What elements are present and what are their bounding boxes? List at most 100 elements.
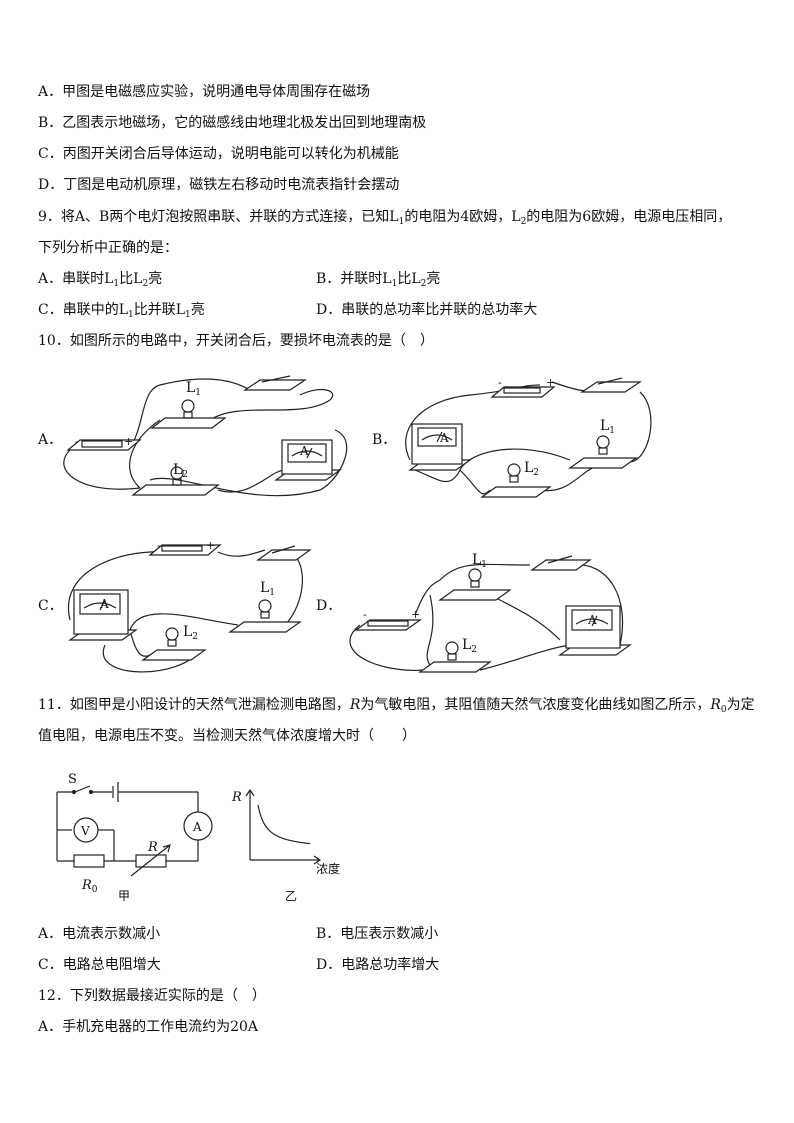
circuit-c-minus: - (157, 539, 161, 552)
q11-stem-part3: 为定 (726, 697, 755, 713)
q11-stem-part1: 11．如图甲是小阳设计的天然气泄漏检测电路图， (38, 697, 350, 713)
circuit-b-plus: + (546, 376, 556, 389)
circuit-a-l2-l: L (173, 462, 183, 478)
circuit-b-l1-l: L (600, 418, 610, 434)
q9-c-post: 亮 (190, 302, 205, 318)
q11-ammeter-label: A (193, 820, 202, 834)
circuit-c-l1: L1 (260, 580, 275, 601)
q11-r0-label: R0 (82, 878, 98, 898)
q9-c-mid: 比并联L (133, 302, 186, 318)
q11-graph-ylabel: R (232, 790, 242, 805)
circuit-a-wire (63, 449, 141, 490)
q11-switch-label: S (68, 772, 77, 787)
circuit-d-l1-l: L (472, 552, 482, 568)
circuit-d-ammeter-label: A (588, 613, 597, 627)
circuit-c-plus: + (206, 539, 216, 552)
q9-option-c: C．串联中的L1比并联L1亮 (38, 300, 205, 325)
q9-b-pre: B．并联时L (316, 271, 392, 287)
circuit-d-l2-l: L (462, 637, 472, 653)
q9-option-a: A．串联时L1比L2亮 (38, 269, 162, 294)
circuit-d-l1: L1 (472, 552, 487, 573)
circuit-a-minus: - (75, 435, 79, 448)
circuit-d-l1-sub: 1 (481, 560, 488, 570)
circuit-a-plus: + (124, 435, 134, 448)
q9-a-mid: 比L (119, 271, 143, 287)
circuit-d-l2: L2 (462, 637, 477, 658)
circuit-b-l2: L2 (524, 460, 539, 481)
circuit-b-l2-sub: 2 (533, 468, 540, 478)
q10-label-a: A． (38, 432, 63, 448)
q9-b-sub2: 2 (420, 279, 427, 289)
circuit-d-plus: + (411, 608, 421, 621)
q9-option-b: B．并联时L1比L2亮 (316, 269, 440, 294)
r-concentration-curve (257, 804, 311, 845)
q9-b-post: 亮 (426, 271, 441, 287)
circuit-a-ammeter-label: A (300, 444, 309, 458)
q9-c-pre: C．串联中的L (38, 302, 129, 318)
q8-option-b: B．乙图表示地磁场，它的磁感线由地理北极发出回到地理南极 (38, 115, 427, 131)
q11-option-b: B．电压表示数减小 (316, 926, 439, 942)
q11-option-d: D．电路总功率增大 (316, 957, 440, 973)
q11-jia-label: 甲 (118, 889, 131, 903)
q9-stem-sub1: 1 (398, 217, 405, 227)
q11-yi-label: 乙 (285, 889, 298, 903)
q11-stem-part2: 为气敏电阻，其阻值随天然气浓度变化曲线如图乙所示， (360, 697, 711, 713)
q12-option-a: A．手机充电器的工作电流约为20A (38, 1019, 259, 1035)
q11-stem-line2: 值电阻，电源电压不变。当检测天然气体浓度增大时（ ） (38, 728, 416, 744)
q9-stem-line2: 下列分析中正确的是： (38, 240, 178, 256)
q9-stem: 9．将A、B两个电灯泡按照串联、并联的方式连接，已知L1的电阻为4欧姆，L2的电… (38, 207, 731, 232)
q10-label-d: D． (316, 598, 342, 614)
q11-stem-r0: R (710, 697, 721, 713)
q9-b-mid: 比L (397, 271, 421, 287)
q11-option-a: A．电流表示数减小 (38, 926, 161, 942)
q10-label-b: B． (372, 432, 397, 448)
circuit-a-l2: L2 (173, 462, 188, 483)
q9-a-post: 亮 (148, 271, 163, 287)
q11-r0-sub: 0 (91, 885, 98, 895)
q11-stem-r0-sub: 0 (720, 705, 727, 715)
circuit-b-ammeter-label: A (440, 431, 449, 445)
circuit-a-l1-sub: 1 (195, 388, 202, 398)
circuit-d-minus: - (363, 608, 367, 621)
circuit-c-l2-l: L (183, 624, 193, 640)
q11-stem-r: R (349, 697, 361, 713)
q9-b-sub1: 1 (391, 279, 398, 289)
q8-option-a: A．甲图是电磁感应实验，说明通电导体周围存在磁场 (38, 84, 371, 100)
circuit-c-l1-sub: 1 (269, 588, 276, 598)
circuit-a-l1: L1 (186, 380, 201, 401)
q12-stem: 12．下列数据最接近实际的是（ ） (38, 988, 266, 1004)
circuit-a-l1-l: L (186, 380, 196, 396)
q9-option-d: D．串联的总功率比并联的总功率大 (316, 302, 538, 318)
q9-stem-part3: 的电阻为6欧姆，电源电压相同， (526, 209, 732, 225)
circuit-c-l1-l: L (260, 580, 270, 596)
q11-graph-xlabel: 浓度 (316, 862, 341, 876)
q8-option-c: C．丙图开关闭合后导体运动，说明电能可以转化为机械能 (38, 146, 399, 162)
circuit-b-l1-sub: 1 (609, 426, 616, 436)
q11-stem: 11．如图甲是小阳设计的天然气泄漏检测电路图，R为气敏电阻，其阻值随天然气浓度变… (38, 695, 755, 720)
q8-option-d: D．丁图是电动机原理，磁铁左右移动时电流表指针会摆动 (38, 177, 400, 193)
circuit-d-l2-sub: 2 (471, 645, 478, 655)
q9-c-sub1: 1 (128, 310, 134, 320)
q9-a-sub2: 2 (142, 279, 149, 289)
q9-c-sub2: 1 (185, 310, 191, 320)
circuit-c-ammeter-label: A (100, 597, 109, 611)
circuit-b-l1: L1 (600, 418, 615, 439)
circuit-a-l2-sub: 2 (182, 470, 189, 480)
q9-stem-part2: 的电阻为4欧姆，L (404, 209, 521, 225)
q9-stem-part1: 9．将A、B两个电灯泡按照串联、并联的方式连接，已知L (38, 209, 399, 225)
q10-label-c: C． (38, 598, 63, 614)
q11-rheostat-label: R (148, 840, 158, 855)
circuit-b-l2-l: L (524, 460, 534, 476)
q11-voltmeter-label: V (81, 824, 90, 838)
circuit-c-l2-sub: 2 (192, 632, 199, 642)
q9-stem-sub2: 2 (520, 217, 527, 227)
circuit-c-l2: L2 (183, 624, 198, 645)
circuit-b-minus: - (498, 376, 502, 389)
q11-option-c: C．电路总电阻增大 (38, 957, 161, 973)
q9-a-pre: A．串联时L (38, 271, 114, 287)
q9-a-sub1: 1 (113, 279, 120, 289)
q11-r0-r: R (82, 878, 92, 893)
q10-stem: 10．如图所示的电路中，开关闭合后，要损坏电流表的是（ ） (38, 333, 434, 349)
